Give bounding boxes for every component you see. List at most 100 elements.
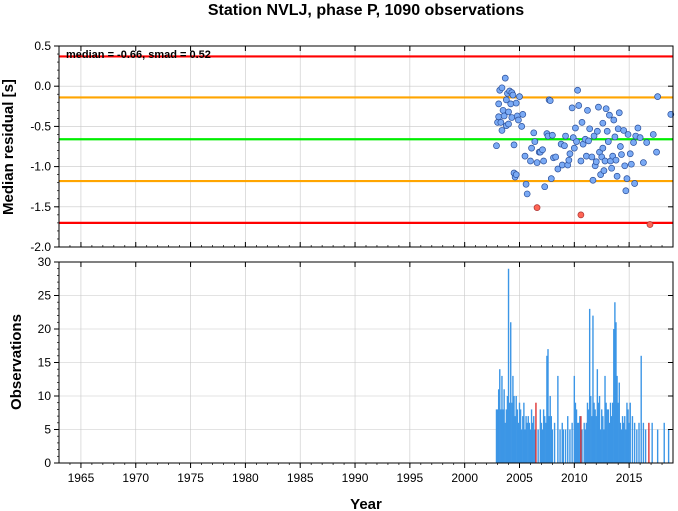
residual-point	[586, 125, 594, 133]
residual-point	[566, 150, 574, 158]
residual-point	[622, 187, 630, 195]
residual-point	[527, 157, 534, 165]
residual-point	[512, 99, 520, 107]
residual-point	[531, 138, 539, 146]
residual-point	[631, 180, 638, 187]
residual-point	[618, 151, 625, 158]
residual-reference-lines	[59, 55, 673, 224]
residual-point	[667, 110, 675, 118]
x-tick-label: 1995	[397, 471, 424, 485]
residual-point	[515, 116, 522, 124]
residual-point	[624, 131, 632, 138]
residual-point	[588, 153, 596, 161]
residual-point	[574, 86, 581, 94]
residual-point	[533, 159, 541, 166]
residual-point	[592, 158, 600, 166]
x-tick-label: 2000	[451, 471, 478, 485]
chart-title: Station NVLJ, phase P, 1090 observations	[208, 2, 524, 19]
residual-point	[649, 131, 657, 138]
x-tick-label: 1975	[177, 471, 204, 485]
residual-point	[572, 124, 579, 132]
residual-point	[518, 123, 526, 130]
residual-point	[604, 138, 612, 146]
residual-point	[573, 138, 580, 146]
residual-point	[593, 127, 601, 135]
residual-point	[643, 139, 651, 146]
x-tick-label: 1985	[287, 471, 314, 485]
residual-point	[578, 119, 586, 126]
residual-point	[546, 97, 554, 105]
x-tick-label: 2015	[616, 471, 643, 485]
residual-point	[561, 142, 568, 150]
residual-point	[495, 100, 503, 108]
residual-point	[626, 150, 634, 158]
residual-point	[575, 102, 583, 109]
residual-point	[498, 84, 506, 92]
residual-point	[614, 125, 622, 133]
residual-point	[541, 183, 549, 191]
residual-point	[612, 156, 620, 164]
x-tick-label: 2010	[561, 471, 588, 485]
residual-point	[500, 112, 508, 120]
x-tick-label: 1965	[68, 471, 95, 485]
residual-point	[505, 120, 512, 128]
residual-point	[507, 100, 515, 108]
observations-y-tick-label: 10	[38, 389, 52, 403]
residual-point	[611, 133, 619, 141]
x-tick-label: 2005	[506, 471, 533, 485]
residual-point	[654, 93, 662, 101]
residual-point	[623, 175, 631, 183]
residual-point	[599, 144, 607, 152]
observations-y-tick-label: 30	[38, 255, 52, 269]
residual-point	[540, 157, 547, 165]
x-axis-label: Year	[350, 496, 382, 511]
residual-point	[617, 143, 624, 150]
residual-points	[493, 74, 675, 228]
residual-point	[584, 106, 591, 114]
residual-y-axis-label: Median residual [s]	[0, 79, 17, 215]
residual-y-tick-label: 0.5	[34, 39, 51, 53]
residual-point	[516, 93, 523, 101]
residual-y-tick-label: 0.0	[34, 79, 51, 93]
residual-point	[528, 144, 535, 152]
residual-point	[562, 132, 569, 140]
observations-y-axis-label: Observations	[8, 314, 25, 410]
median-smad-annotation: median = -0.66, smad = 0.52	[66, 49, 211, 61]
residual-point	[547, 175, 555, 183]
residual-point	[549, 131, 556, 139]
residual-point	[522, 180, 530, 188]
residual-point	[497, 119, 505, 126]
residual-point	[577, 157, 585, 165]
residual-point	[627, 160, 635, 168]
residual-point	[601, 157, 609, 165]
residual-point	[606, 111, 613, 119]
residual-point	[519, 110, 527, 118]
residual-point	[501, 74, 509, 82]
residual-y-tick-label: -0.5	[30, 119, 51, 133]
residual-point	[634, 124, 642, 132]
x-tick-label: 1990	[342, 471, 369, 485]
residual-point	[508, 114, 516, 121]
residual-y-tick-label: -1.5	[30, 200, 51, 214]
residual-point	[495, 113, 503, 121]
observation-bars	[495, 268, 670, 463]
residual-point	[523, 190, 531, 198]
residual-point	[610, 116, 618, 124]
residual-outlier-point	[577, 211, 585, 219]
residual-point	[509, 91, 517, 99]
residual-point	[505, 108, 512, 116]
residual-point	[595, 103, 602, 111]
residual-point	[608, 164, 615, 172]
residual-point	[600, 167, 608, 174]
residual-point	[570, 144, 578, 152]
residual-point	[620, 127, 628, 134]
observations-y-tick-label: 25	[38, 289, 52, 303]
residual-point	[498, 127, 506, 134]
residual-point	[510, 141, 518, 149]
residual-point	[603, 127, 611, 135]
observations-y-tick-label: 15	[38, 356, 52, 370]
residual-y-tick-label: -2.0	[30, 240, 51, 254]
